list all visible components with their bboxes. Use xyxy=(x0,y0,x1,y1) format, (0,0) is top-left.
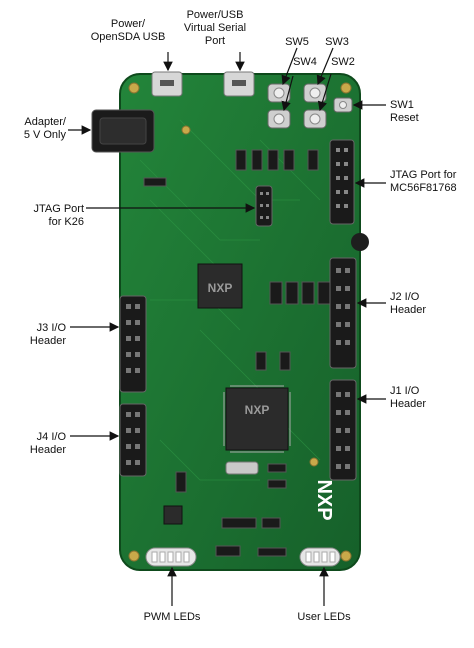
label-jtag-mc56f81768: JTAG Port for MC56F81768 xyxy=(390,169,457,194)
label-power-usb-virtual-serial: Power/USB Virtual Serial Port xyxy=(183,9,247,47)
label-pwm-leds: PWM LEDs xyxy=(143,611,201,623)
opensda-chip xyxy=(197,263,243,309)
j2-io-header xyxy=(329,257,357,369)
chip-logo-lower: NXP xyxy=(245,403,270,417)
label-sw1-reset: SW1 Reset xyxy=(390,99,419,124)
pwm-leds xyxy=(145,547,197,567)
j1-io-header xyxy=(329,379,357,481)
label-j2-io-header: J2 I/O Header xyxy=(390,291,427,316)
label-user-leds: User LEDs xyxy=(297,611,351,623)
jtag-mc56-header xyxy=(329,139,355,225)
j3-io-header xyxy=(119,295,147,393)
label-sw4: SW4 xyxy=(293,56,317,68)
label-sw3: SW3 xyxy=(325,36,349,48)
label-j4-io-header: J4 I/O Header xyxy=(29,431,66,456)
side-connector xyxy=(351,233,369,251)
board-brand-logo: NXP xyxy=(313,479,335,520)
user-leds xyxy=(299,547,341,567)
label-sw2: SW2 xyxy=(331,56,355,68)
j4-io-header xyxy=(119,403,147,477)
label-jtag-k26: JTAG Port for K26 xyxy=(33,203,84,228)
label-j3-io-header: J3 I/O Header xyxy=(29,322,66,347)
main-mcu-chip xyxy=(225,387,289,451)
jumper-block xyxy=(269,281,331,305)
push-buttons xyxy=(267,83,353,129)
jtag-k26-header xyxy=(255,185,273,227)
label-j1-io-header: J1 I/O Header xyxy=(390,385,427,410)
chip-logo-upper: NXP xyxy=(208,281,233,295)
label-adapter: Adapter/ 5 V Only xyxy=(23,116,66,141)
label-power-opensda-usb: Power/ OpenSDA USB xyxy=(90,18,166,43)
label-sw5: SW5 xyxy=(285,36,309,48)
callout-arrows xyxy=(68,47,386,606)
